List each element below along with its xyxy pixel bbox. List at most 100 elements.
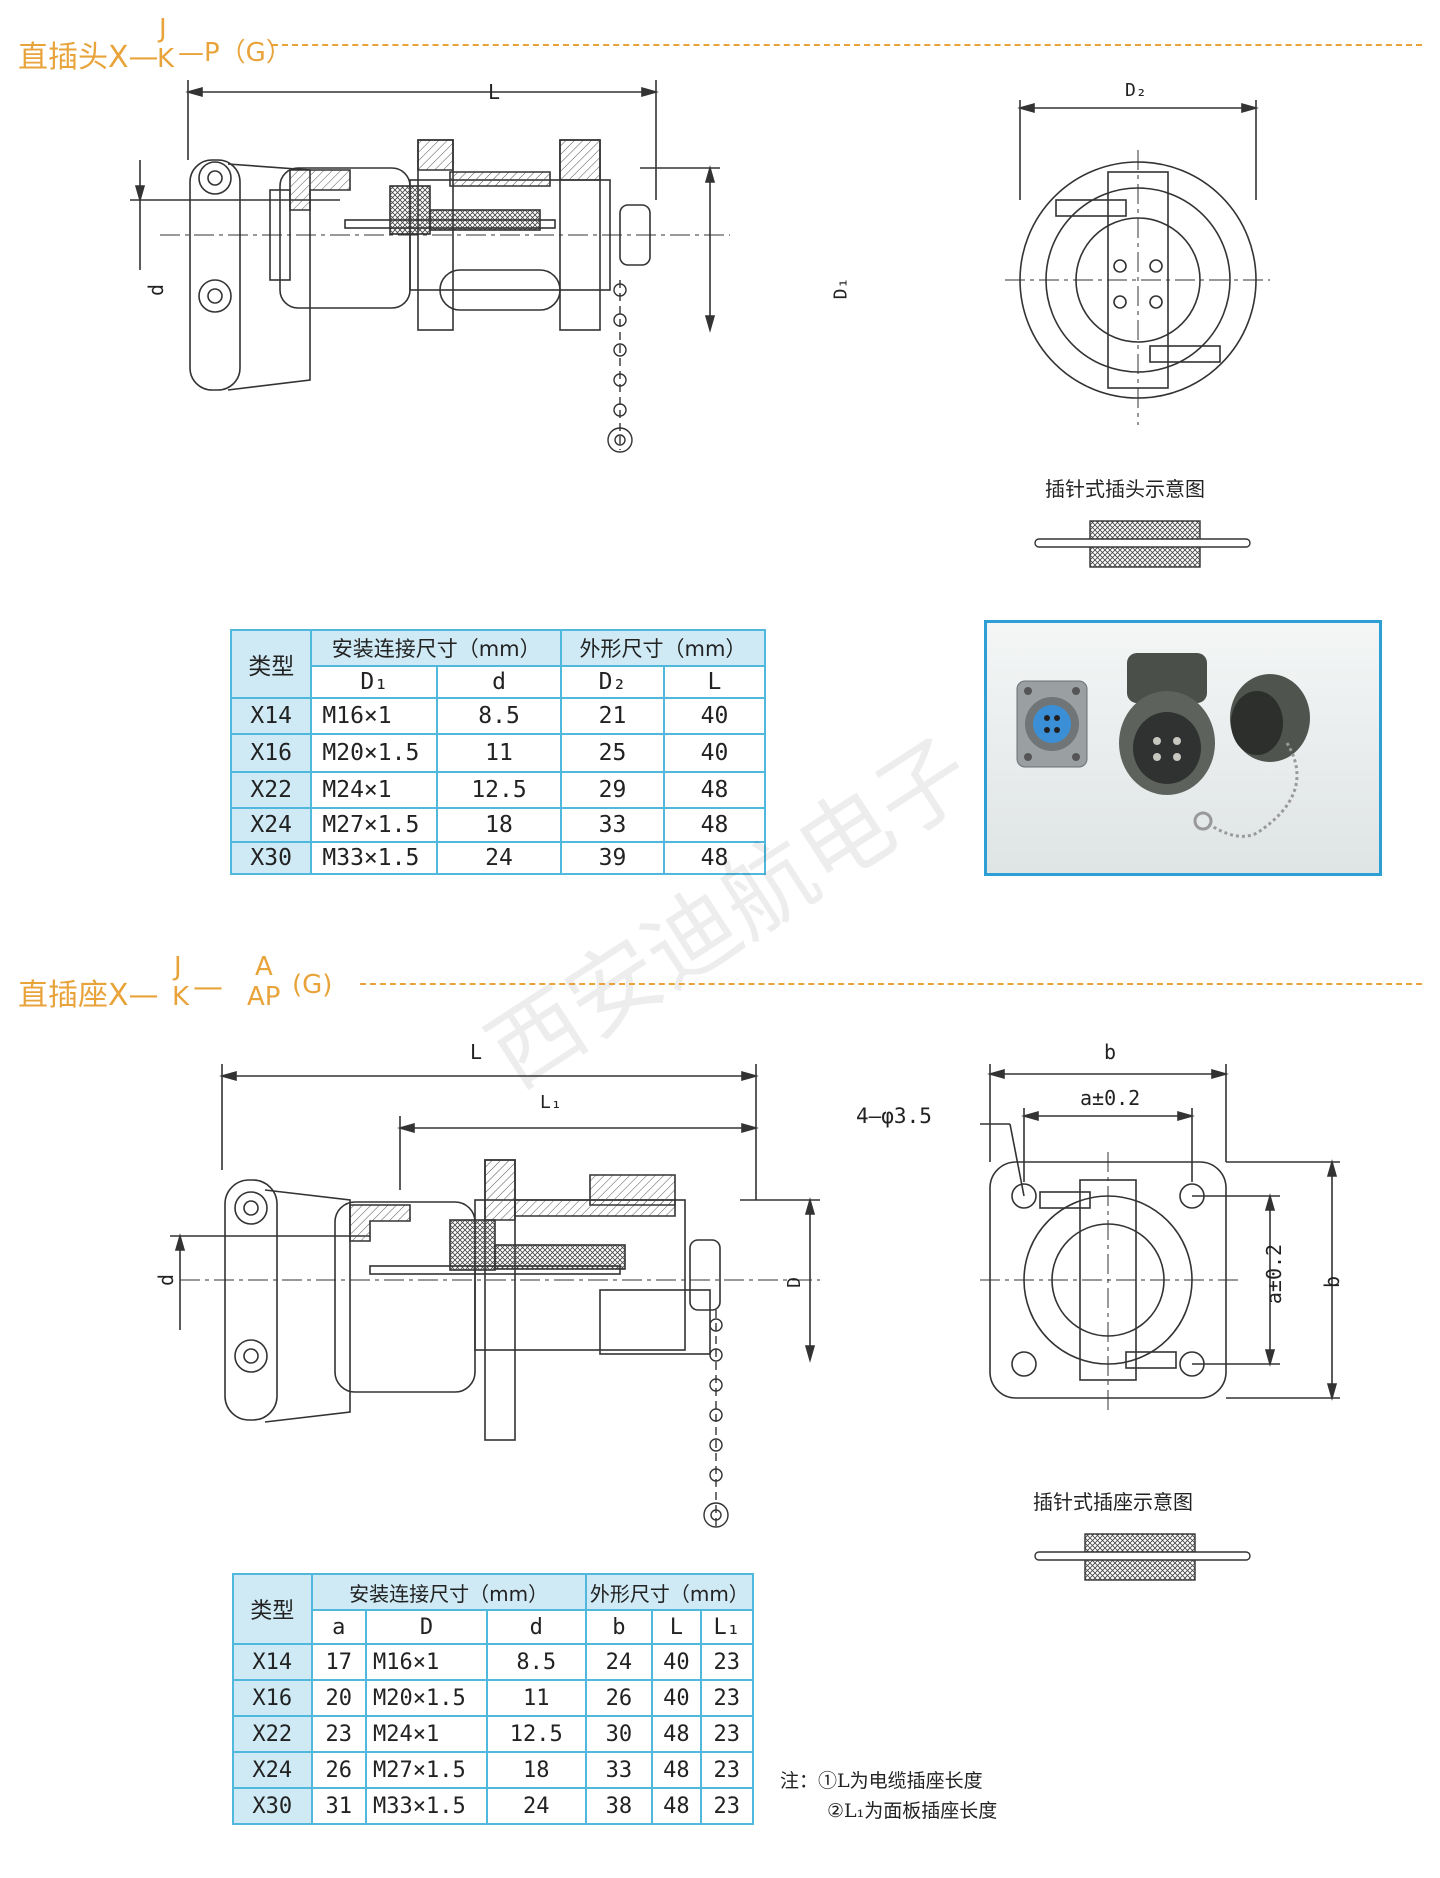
table1-cell: 40 — [662, 733, 767, 773]
section2-title-tail: (G) — [292, 970, 333, 1000]
table-row: X16 M20×1.5 11 25 40 — [229, 733, 767, 773]
table1-type-cell: X16 — [229, 733, 313, 773]
table2-type-header: 类型 — [232, 1573, 313, 1645]
table2-type-cell: X24 — [232, 1751, 313, 1789]
table2-cell: 23 — [310, 1715, 368, 1753]
section2-title-top2: A — [255, 952, 273, 982]
table2-cell: 12.5 — [485, 1715, 587, 1753]
table2-cell: 24 — [485, 1787, 587, 1825]
table2-type-cell: X14 — [232, 1643, 313, 1681]
pin-plug-schematic — [1034, 520, 1251, 568]
section2-title: 直插座X— J K — A AP (G) — [18, 954, 358, 1013]
table2-cell: 11 — [485, 1679, 587, 1717]
flange-dim-a-side: a±0.2 — [1262, 1243, 1287, 1305]
table1-cell: 12.5 — [436, 771, 562, 809]
table1-cell: 24 — [436, 841, 562, 875]
table2-cell: M24×1 — [365, 1715, 488, 1753]
table1-cell: M20×1.5 — [310, 733, 439, 773]
table2-cell: 48 — [651, 1751, 702, 1789]
table1-cell: 33 — [559, 807, 665, 843]
table2-col-a: a — [310, 1609, 368, 1645]
socket-dim-label-D: D — [783, 1277, 805, 1288]
table-row: X22 M24×1 12.5 29 48 — [229, 771, 767, 809]
table2-cell: 23 — [699, 1751, 755, 1789]
table2-cell: 24 — [584, 1643, 654, 1681]
flange-dim-holes: 4—φ3.5 — [856, 1104, 932, 1128]
table1-cell: M27×1.5 — [310, 807, 439, 843]
table1-type-cell: X14 — [229, 697, 313, 735]
table1-cell: 48 — [662, 807, 767, 843]
table1-cell: 48 — [662, 841, 767, 875]
table1-col-D1: D₁ — [310, 665, 439, 699]
table2-col-L: L — [651, 1609, 702, 1645]
table1-type-cell: X22 — [229, 771, 313, 809]
table1-cell: 29 — [559, 771, 665, 809]
table1-cell: 39 — [559, 841, 665, 875]
section1-title: 直插头X— J K —P（G） — [18, 16, 292, 75]
section1-title-tail: —P（G） — [178, 38, 292, 68]
table1-cell: 8.5 — [436, 697, 562, 735]
table1-group2-header: 外形尺寸（mm） — [559, 629, 767, 667]
table-row: X14 17 M16×1 8.5 24 40 23 — [232, 1643, 755, 1681]
section2-title-bottom2: AP — [247, 982, 281, 1012]
table1-cell: 40 — [662, 697, 767, 735]
connector-photo-illustration — [1016, 653, 1310, 838]
table1-col-D2: D₂ — [559, 665, 665, 699]
note-line-2: ②L₁为面板插座长度 — [827, 1800, 998, 1822]
pin-socket-caption: 插针式插座示意图 — [1033, 1490, 1193, 1514]
flange-dim-a-top: a±0.2 — [1080, 1086, 1141, 1110]
table2-cell: 48 — [651, 1715, 702, 1753]
table1-cell: 21 — [559, 697, 665, 735]
section1-title-main: 直插头X— — [18, 40, 159, 75]
section2-title-bottom1: K — [172, 982, 190, 1012]
table2-cell: 26 — [584, 1679, 654, 1717]
table2-type-cell: X22 — [232, 1715, 313, 1753]
table-row: X16 20 M20×1.5 11 26 40 23 — [232, 1679, 755, 1717]
table2-cell: 40 — [651, 1679, 702, 1717]
table1-cell: 25 — [559, 733, 665, 773]
table-row: X24 26 M27×1.5 18 33 48 23 — [232, 1751, 755, 1789]
pin-plug-caption: 插针式插头示意图 — [1045, 477, 1205, 501]
dim-label-d: d — [144, 283, 169, 297]
table2-cell: 17 — [310, 1643, 368, 1681]
table-row: X22 23 M24×1 12.5 30 48 23 — [232, 1715, 755, 1753]
table1-col-L: L — [662, 665, 767, 699]
table2-cell: 30 — [584, 1715, 654, 1753]
table-row: X30 M33×1.5 24 39 48 — [229, 841, 767, 875]
table1-cell: M24×1 — [310, 771, 439, 809]
socket-side-view-drawing — [170, 1064, 820, 1530]
table2-cell: 40 — [651, 1643, 702, 1681]
table2-cell: 48 — [651, 1787, 702, 1825]
table1-cell: 18 — [436, 807, 562, 843]
table2-cell: 18 — [485, 1751, 587, 1789]
table2-col-L1: L₁ — [699, 1609, 755, 1645]
table2-cell: M16×1 — [365, 1643, 488, 1681]
table1-cell: 48 — [662, 771, 767, 809]
pin-socket-schematic — [1034, 1533, 1251, 1581]
dim-label-D1: D₁ — [830, 277, 852, 300]
table2-cell: M33×1.5 — [365, 1787, 488, 1825]
table2-cell: 8.5 — [485, 1643, 587, 1681]
section1-title-rule — [272, 44, 1422, 46]
product-photo — [984, 620, 1382, 876]
section1-title-top: J — [159, 14, 167, 44]
table-row: X14 M16×1 8.5 21 40 — [229, 697, 767, 735]
table1-type-cell: X24 — [229, 807, 313, 843]
table2-group2-header: 外形尺寸（mm） — [584, 1573, 755, 1611]
table2-group1-header: 安装连接尺寸（mm） — [310, 1573, 587, 1611]
section1-title-bottom: K — [157, 44, 175, 74]
table2-cell: 23 — [699, 1787, 755, 1825]
table1-type-header: 类型 — [229, 629, 313, 699]
table2-cell: 38 — [584, 1787, 654, 1825]
flange-dim-b-top: b — [1104, 1040, 1117, 1064]
table-row: X30 31 M33×1.5 24 38 48 23 — [232, 1787, 755, 1825]
table1-cell: M33×1.5 — [310, 841, 439, 875]
socket-dim-label-d: d — [154, 1273, 179, 1287]
table2-type-cell: X30 — [232, 1787, 313, 1825]
dim-label-L: L — [488, 80, 501, 104]
table2-cell: 23 — [699, 1643, 755, 1681]
table1-cell: 11 — [436, 733, 562, 773]
socket-front-view-drawing — [980, 1064, 1340, 1412]
table2-cell: 23 — [699, 1679, 755, 1717]
table2-cell: M20×1.5 — [365, 1679, 488, 1717]
